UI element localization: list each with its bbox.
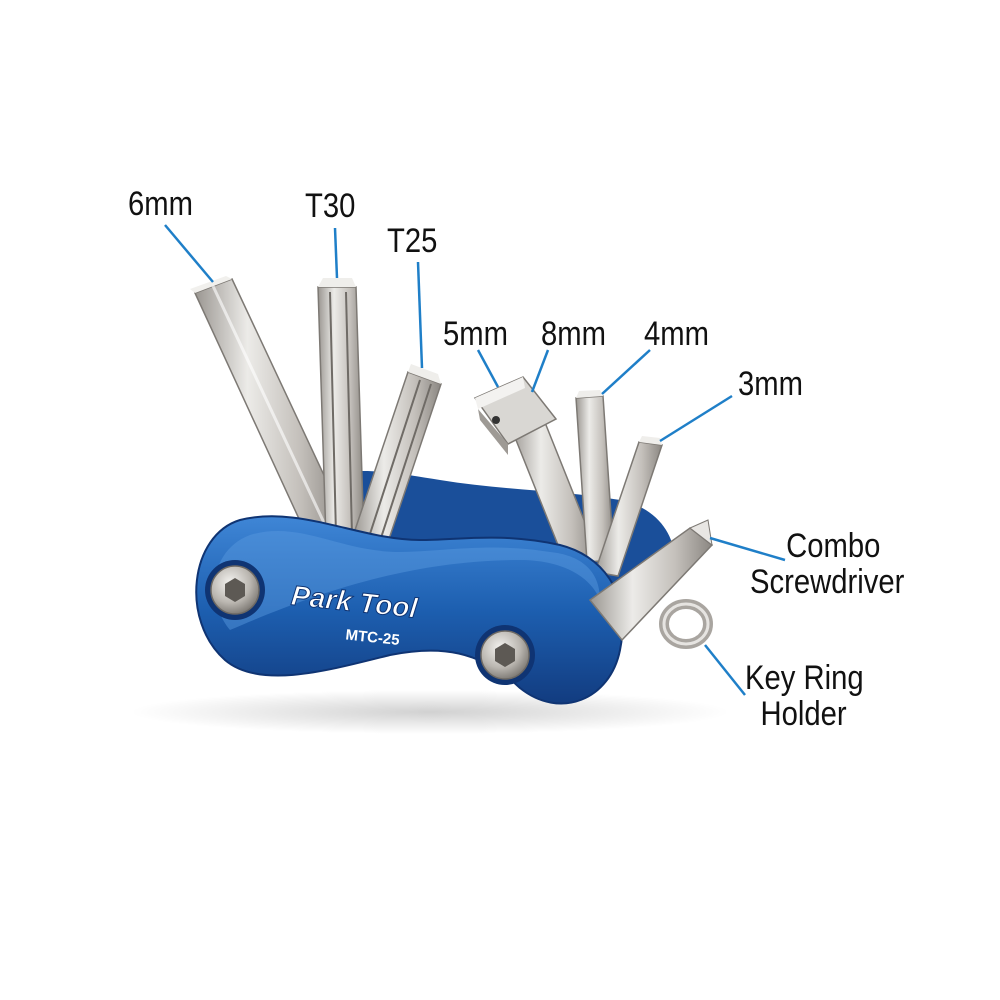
label-keyring-line2: Holder	[760, 695, 847, 733]
label-screwdriver-line2: Screwdriver	[750, 563, 905, 601]
leader-screwdriver	[709, 536, 786, 562]
label-4mm: 4mm	[644, 315, 709, 353]
model-number: MTC-25	[345, 626, 401, 649]
leader-keyring	[704, 644, 746, 696]
bolt-right	[475, 625, 535, 685]
combo-screwdriver	[588, 519, 714, 642]
leader-8mm	[530, 349, 550, 393]
hex-key-3mm	[594, 436, 664, 577]
leader-6mm	[164, 224, 214, 283]
leader-t25	[416, 261, 424, 369]
label-key-ring-holder: Key Ring Holder	[745, 660, 864, 732]
leader-t30	[333, 227, 339, 279]
key-ring-holder	[659, 599, 713, 649]
label-keyring-line1: Key Ring	[745, 659, 864, 697]
label-combo-screwdriver: Combo Screwdriver	[750, 528, 904, 600]
leader-5mm	[476, 349, 500, 388]
label-3mm: 3mm	[738, 365, 803, 403]
leader-lines	[164, 224, 786, 696]
leader-3mm	[659, 394, 733, 443]
torx-t25	[352, 364, 442, 549]
label-5mm: 5mm	[443, 315, 508, 353]
label-t30: T30	[305, 187, 356, 225]
torx-t30	[317, 278, 365, 541]
label-6mm: 6mm	[128, 185, 193, 223]
tool-shadow	[130, 690, 730, 734]
leader-4mm	[601, 349, 651, 395]
tool-body-highlight	[214, 530, 601, 630]
socket-8mm	[473, 376, 558, 455]
hex-key-5mm-with-socket	[473, 376, 599, 572]
label-8mm: 8mm	[541, 315, 606, 353]
bolt-left	[205, 560, 265, 620]
label-screwdriver-line1: Combo	[786, 527, 881, 565]
label-t25: T25	[387, 222, 438, 260]
